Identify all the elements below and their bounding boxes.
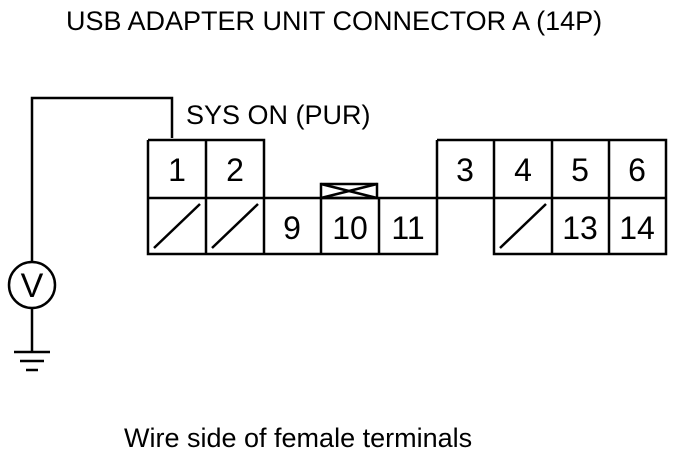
pin-11: 11 bbox=[391, 210, 424, 246]
pin-4: 4 bbox=[514, 152, 532, 188]
wire-label: SYS ON (PUR) bbox=[186, 100, 371, 130]
pin-2: 2 bbox=[226, 152, 244, 188]
unused-terminal-marker bbox=[319, 182, 379, 200]
probe-wire bbox=[30, 96, 174, 262]
connector-right-block bbox=[435, 138, 668, 256]
empty-cavity-12 bbox=[499, 203, 547, 249]
diagram-title: USB ADAPTER UNIT CONNECTOR A (14P) bbox=[66, 6, 602, 36]
diagram-caption: Wire side of female terminals bbox=[124, 423, 472, 453]
ground-icon bbox=[14, 350, 50, 372]
pin-5: 5 bbox=[571, 152, 589, 188]
voltmeter-icon bbox=[7, 260, 57, 352]
pin-3: 3 bbox=[456, 152, 474, 188]
pin-13: 13 bbox=[562, 210, 598, 246]
empty-cavity-8 bbox=[211, 203, 259, 249]
voltmeter-symbol: V bbox=[21, 267, 44, 305]
pin-10: 10 bbox=[332, 210, 368, 246]
pin-6: 6 bbox=[628, 152, 646, 188]
pin-1: 1 bbox=[168, 152, 186, 188]
pin-9: 9 bbox=[283, 210, 301, 246]
empty-cavity-7 bbox=[153, 203, 201, 249]
pin-14: 14 bbox=[619, 210, 655, 246]
